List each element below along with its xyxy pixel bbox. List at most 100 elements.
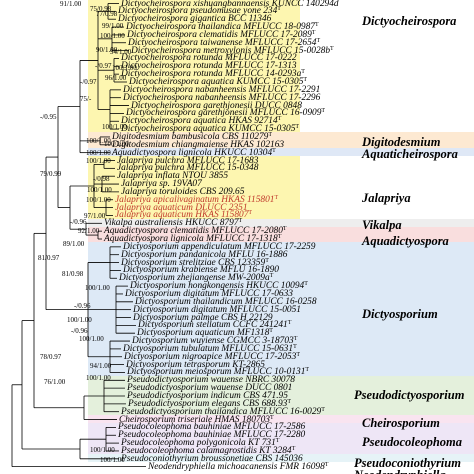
taxon-label: Dictyosporium wuyiense CGMCC 3-18703T: [132, 336, 298, 347]
genus-label: Neodendryphiella: [354, 469, 446, 474]
type-marker: T: [296, 351, 300, 358]
type-marker: T: [269, 273, 274, 280]
taxon-label: Pseudocoleophoma bauhiniae MFLUCC 17-258…: [118, 422, 306, 433]
support-value: 75/-: [80, 95, 92, 103]
taxon-label: Jalapriya apicalivaginatum HKAS 115801T: [115, 194, 279, 205]
genus-label: Aquaticheirospora: [362, 147, 458, 162]
type-marker: T: [248, 210, 253, 217]
support-value: 100/1.00: [90, 446, 115, 454]
support-value: 81/0.98: [62, 270, 84, 278]
type-marker: T: [330, 45, 334, 52]
type-marker: T: [321, 406, 325, 413]
digitodesmium-band: [88, 132, 474, 149]
support-value: 78/0.97: [40, 353, 62, 361]
jalapriya-band: [88, 156, 300, 219]
taxon-label: Dictyosporium stellatum CCFC 241241T: [138, 320, 292, 331]
taxon-label: Jalapriya pulchra MFLUCC 15-0348: [117, 163, 259, 174]
type-marker: T: [282, 226, 287, 233]
support-value: -/0.96: [70, 218, 87, 226]
type-marker: T: [287, 320, 292, 327]
support-value: 100/1.00: [67, 316, 92, 324]
support-value: -/0.97: [95, 62, 112, 70]
support-value: -/0.98: [93, 175, 110, 183]
type-marker: T: [238, 218, 243, 225]
taxon-label: Dictyosporium tubulatum MFLUCC 15-0631T: [123, 343, 297, 354]
taxon-label: Dictyosporium digitatum MFLUCC 17-0633: [125, 288, 293, 299]
support-value: 76/1.00: [44, 378, 66, 386]
taxon-label: Pseudodictyosporium wauense NBRC 30078: [127, 375, 295, 386]
taxon-label: Pseudocoleophoma calamagrostidis KT 3284…: [121, 445, 296, 456]
genus-label: Dictyocheirospora: [362, 13, 457, 28]
taxon-label: Dictyocheirospora clematidis MFLUCC 17-2…: [127, 29, 316, 40]
taxon-label: Pseudoconiothyrium broussonetiae CBS 145…: [121, 453, 303, 464]
genus-label: Cheirosporium: [362, 415, 440, 430]
taxon-label: Cheirosporium triseriale HMAS 180703T: [119, 414, 274, 425]
taxon-label: Dictyosporium meiosporum MFLUCC 10-0131T: [127, 367, 310, 378]
taxon-label: Jalapriya pulchra MFLUCC 17-1683: [117, 155, 259, 166]
taxon-label: Pseudocoleophoma polygonicola KT 731T: [121, 438, 280, 449]
vikalpa-band: [88, 218, 474, 227]
taxon-label: Dictyosporium tetrasporum KT-2865: [126, 359, 265, 370]
support-value: 94/1.00: [110, 48, 132, 56]
type-marker: T: [287, 398, 292, 405]
taxon-label: Dictyocheirospora xishuangbannaensis KUN…: [121, 0, 339, 9]
taxon-label: Dictyosporium nigroapice MFLUCC 17-2053T: [124, 351, 300, 362]
support-value: 92/1.00: [78, 227, 100, 235]
taxon-label: Dictyocheirospora metroxylonis MFLUCC 15…: [131, 45, 334, 56]
taxon-label: Aquadictyospora lignicola MFLUCC 17-1318…: [104, 234, 282, 244]
type-marker: T: [311, 29, 316, 36]
taxon-label: Dictyosporium palmae CBS H 22129: [133, 312, 273, 323]
taxon-label: Pseudodictyosporium thailandica MFLUCC 1…: [121, 406, 325, 417]
taxon-label: Dictyosporium hongkongensis HKUCC 10094T: [130, 281, 308, 292]
aquadictyospora2-band: [88, 226, 474, 243]
taxon-label: Digitodesmium chiangmaiense HKAS 102163: [112, 139, 285, 150]
taxon-label: Jalapriya aquaticum HKAS 115807T: [115, 210, 253, 221]
support-value: 89/1.00: [63, 240, 85, 248]
support-value: 100/1.00: [87, 186, 112, 194]
type-marker: T: [314, 22, 319, 29]
taxon-label: Dictyosporium zhejiangense MW-2009aT: [119, 273, 274, 284]
taxon-label: Aquadictyospora clematidis MFLUCC 17-208…: [104, 226, 287, 237]
taxon-label: Dictyocheirospora pseudomusae yone 234T: [118, 6, 281, 17]
type-marker: T: [268, 131, 273, 138]
taxon-label: Vikalpa australiensis HKUCC 8797T: [104, 218, 243, 229]
type-marker: T: [293, 336, 298, 343]
support-value: 100/1.00: [102, 123, 127, 131]
support-value: -/0.96: [74, 302, 91, 310]
support-value: 100/1.00: [100, 32, 125, 40]
taxon-label: Dictyosporium krabiense MFLU 16-1890: [123, 265, 279, 276]
taxon-label: Digitodesmium bambusicola CBS 110279T: [112, 131, 273, 142]
taxon-label: Neodendryphiella michoacanensis FMR 1609…: [148, 461, 329, 472]
type-marker: T: [275, 438, 280, 445]
cheirosporium-band: [88, 415, 474, 423]
taxon-label: Dictyocheirospora aquatica KUMCC 15-0305…: [121, 124, 300, 135]
pseudocoleophoma-band: [88, 422, 474, 455]
support-value: 100/1.00: [100, 456, 125, 464]
taxon-label: Pseudocoleophoma bauhiniae MFLUCC 17-228…: [118, 430, 306, 441]
type-marker: T: [277, 234, 282, 240]
type-marker: T: [277, 116, 282, 123]
aquadictyospora-band: [88, 148, 474, 156]
support-value: -/0.97: [80, 78, 97, 86]
support-value: 100/1.00: [86, 374, 111, 382]
type-marker: T: [269, 328, 273, 335]
taxon-label: Dictyocheirospora nabanheensis MFLUCC 17…: [123, 84, 321, 95]
type-marker: T: [321, 108, 326, 115]
taxon-label: Dictyocheirospora garethjonesii DUCC 084…: [131, 100, 302, 111]
support-value: 100/1.00: [85, 284, 110, 292]
taxon-label: Dictyocheirospora aquatica KUMCC 15-0305…: [129, 77, 308, 87]
support-value: 97/1.00: [84, 212, 106, 220]
taxon-label: Jalapriya aquaticum DLUCC 2351: [115, 202, 248, 213]
support-value: 100/1.00: [86, 137, 111, 145]
type-marker: T: [301, 69, 305, 76]
support-value: 94/1.00: [90, 362, 112, 370]
type-marker: T: [316, 37, 321, 44]
type-marker: T: [277, 6, 281, 13]
support-value: -/0.96: [71, 327, 88, 335]
taxon-label: Dictyocheirospora gigantica BCC 11346: [118, 14, 272, 25]
genus-label: Pseudodictyosporium: [354, 388, 465, 403]
taxon-label: Jalapriya sp. 19VA07: [121, 179, 202, 190]
type-marker: T: [305, 367, 310, 374]
support-value: 99/1.00: [102, 22, 124, 30]
